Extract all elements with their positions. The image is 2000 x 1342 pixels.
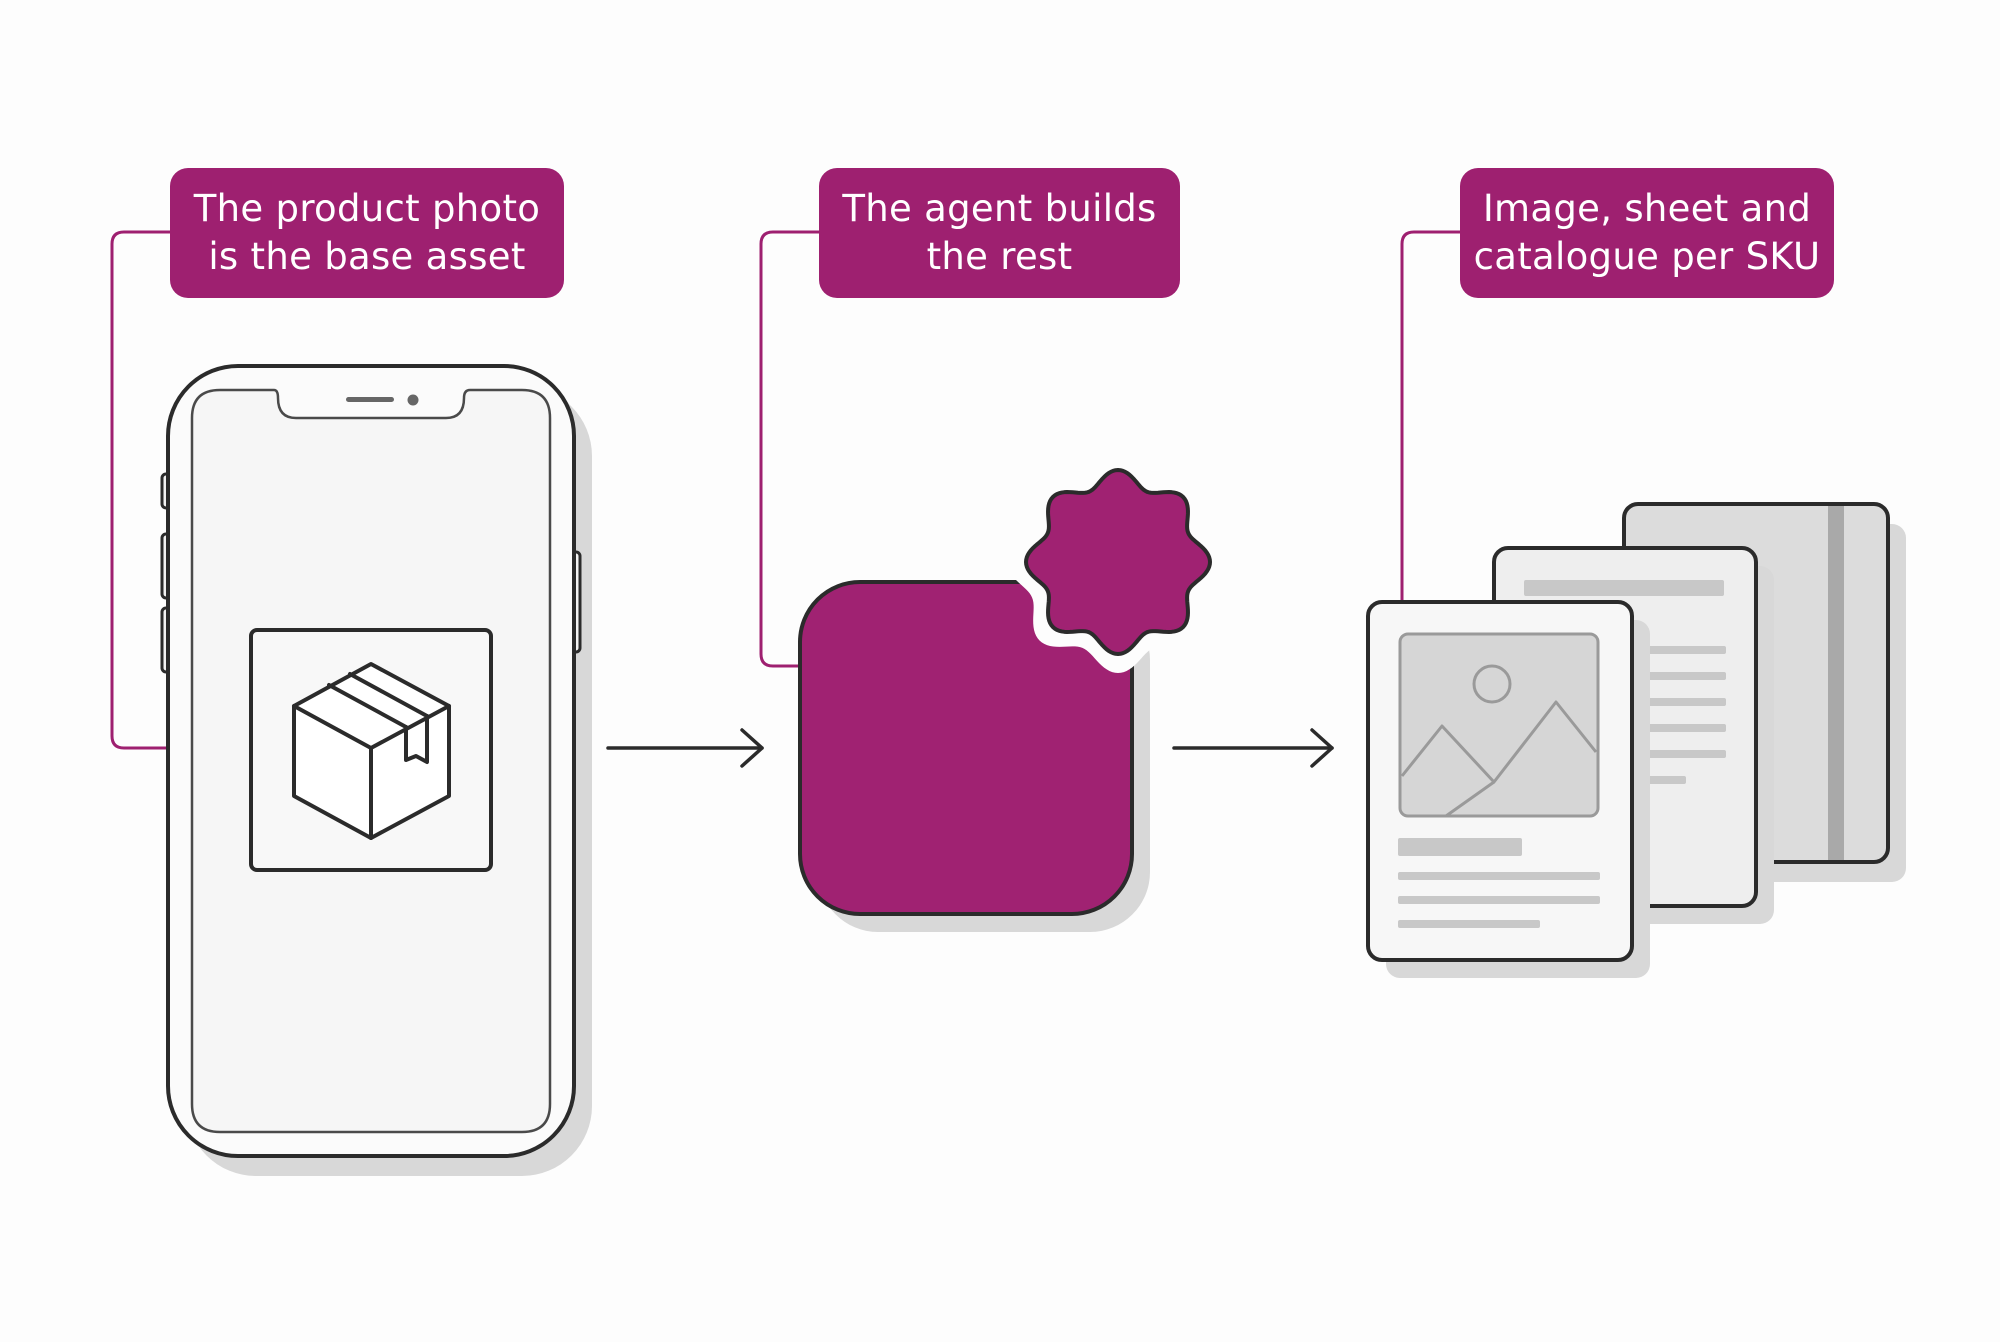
image-mountain-slope: [1445, 780, 1495, 818]
connector-line-step-3: [1400, 230, 1460, 600]
image-caption-line: [1398, 896, 1600, 904]
step-3-label-line-1: Image, sheet and: [1482, 187, 1812, 230]
image-caption-line: [1398, 872, 1600, 880]
agent-square: [798, 580, 1134, 916]
step-1-label-line-2: is the base asset: [208, 235, 526, 278]
step-1-label: The product photo is the base asset: [170, 168, 564, 298]
step-3-label: Image, sheet and catalogue per SKU: [1460, 168, 1834, 298]
sheet-header-bar: [1524, 580, 1724, 596]
step-2-label: The agent builds the rest: [819, 168, 1180, 298]
image-sun: [1472, 664, 1512, 704]
image-caption-line: [1398, 920, 1540, 928]
phone-camera: [407, 394, 419, 406]
arrow-right-icon: [606, 728, 764, 768]
sheet-text-line: [1630, 724, 1726, 732]
sheet-text-line: [1630, 646, 1726, 654]
sheet-text-line: [1630, 672, 1726, 680]
step-3-label-line-2: catalogue per SKU: [1473, 235, 1821, 278]
agent-badge-icon: [798, 451, 1229, 932]
arrow-right-icon: [1172, 728, 1334, 768]
catalogue-spine-band: [1828, 506, 1844, 860]
connector-line-step-1: [110, 230, 170, 750]
sparkle-badge: [1024, 468, 1212, 656]
phone-speaker: [346, 397, 394, 402]
smartphone-with-package-icon: [160, 364, 592, 1176]
step-1-label-line-1: The product photo: [193, 187, 541, 230]
image-placeholder: [1398, 632, 1600, 818]
connector-line-step-2: [759, 230, 819, 668]
sheet-text-line: [1630, 750, 1726, 758]
image-caption-bar: [1398, 838, 1522, 856]
stacked-documents-icon: [1366, 502, 1906, 978]
step-2-label-line-1: The agent builds: [842, 187, 1157, 230]
step-2-label-line-2: the rest: [926, 235, 1073, 278]
sheet-text-line: [1630, 698, 1726, 706]
package-icon: [292, 662, 451, 840]
